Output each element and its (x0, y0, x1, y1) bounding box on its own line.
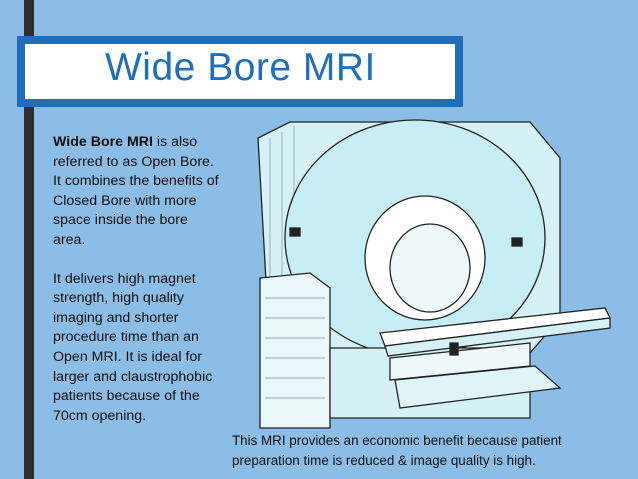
mri-indicator-right (511, 237, 523, 247)
left-accent-bar (24, 0, 34, 479)
patient-table-side (384, 317, 611, 357)
description-paragraph-2: It delivers high magnet strength, high q… (53, 270, 213, 424)
title-banner: Wide Bore MRI (17, 36, 463, 107)
mri-indicator-left (289, 227, 301, 237)
caption-text: This MRI provides an economic benefit be… (232, 433, 562, 468)
description-text: Wide Bore MRI is also referred to as Ope… (53, 133, 223, 445)
description-bold-term: Wide Bore MRI (53, 134, 153, 150)
slide-title: Wide Bore MRI (105, 46, 376, 89)
description-paragraph-1-text: is also referred to as Open Bore. It com… (53, 134, 219, 248)
mri-bore-inner (389, 223, 471, 313)
patient-table-lower (394, 365, 562, 409)
mri-front-panel (259, 272, 331, 429)
patient-table-block (449, 342, 459, 356)
description-paragraph-1: Wide Bore MRI is also referred to as Ope… (53, 133, 223, 251)
mri-front-panel-lines (265, 297, 325, 399)
title-banner-inner: Wide Bore MRI (23, 42, 457, 101)
mri-machine-illustration (257, 119, 611, 429)
